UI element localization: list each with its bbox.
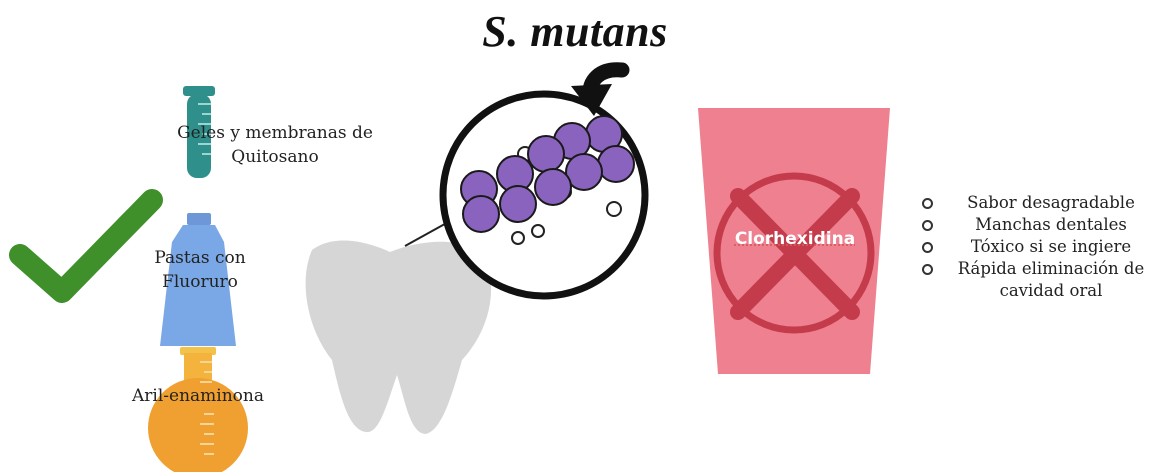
list-item: Rápida eliminación de cavidad oral: [922, 258, 1160, 302]
drawback-text: Manchas dentales: [975, 215, 1127, 234]
list-item: Manchas dentales: [922, 214, 1160, 236]
drawback-text: Rápida eliminación de cavidad oral: [958, 259, 1144, 300]
bacteria-magnifier-icon: [443, 94, 645, 296]
aryl-enaminone-label: Aril-enaminona: [98, 384, 298, 408]
list-item: Sabor desagradable: [922, 192, 1160, 214]
chitosan-label: Geles y membranas de Quitosano: [150, 121, 400, 169]
drawbacks-list: Sabor desagradable Manchas dentales Tóxi…: [922, 192, 1160, 302]
check-icon: [20, 200, 152, 292]
drawback-text: Tóxico si se ingiere: [971, 237, 1131, 256]
flask-icon: [148, 347, 248, 472]
drawback-text: Sabor desagradable: [967, 193, 1135, 212]
bullet-icon: [922, 220, 933, 231]
diagram-title: S. mutans: [455, 6, 695, 57]
bullet-icon: [922, 264, 933, 275]
chlorhexidine-label: Clorhexidina: [700, 229, 890, 249]
bullet-icon: [922, 242, 933, 253]
bullet-icon: [922, 198, 933, 209]
fluoride-label: Pastas con Fluoruro: [140, 246, 260, 294]
list-item: Tóxico si se ingiere: [922, 236, 1160, 258]
tooth-icon: [306, 240, 491, 434]
